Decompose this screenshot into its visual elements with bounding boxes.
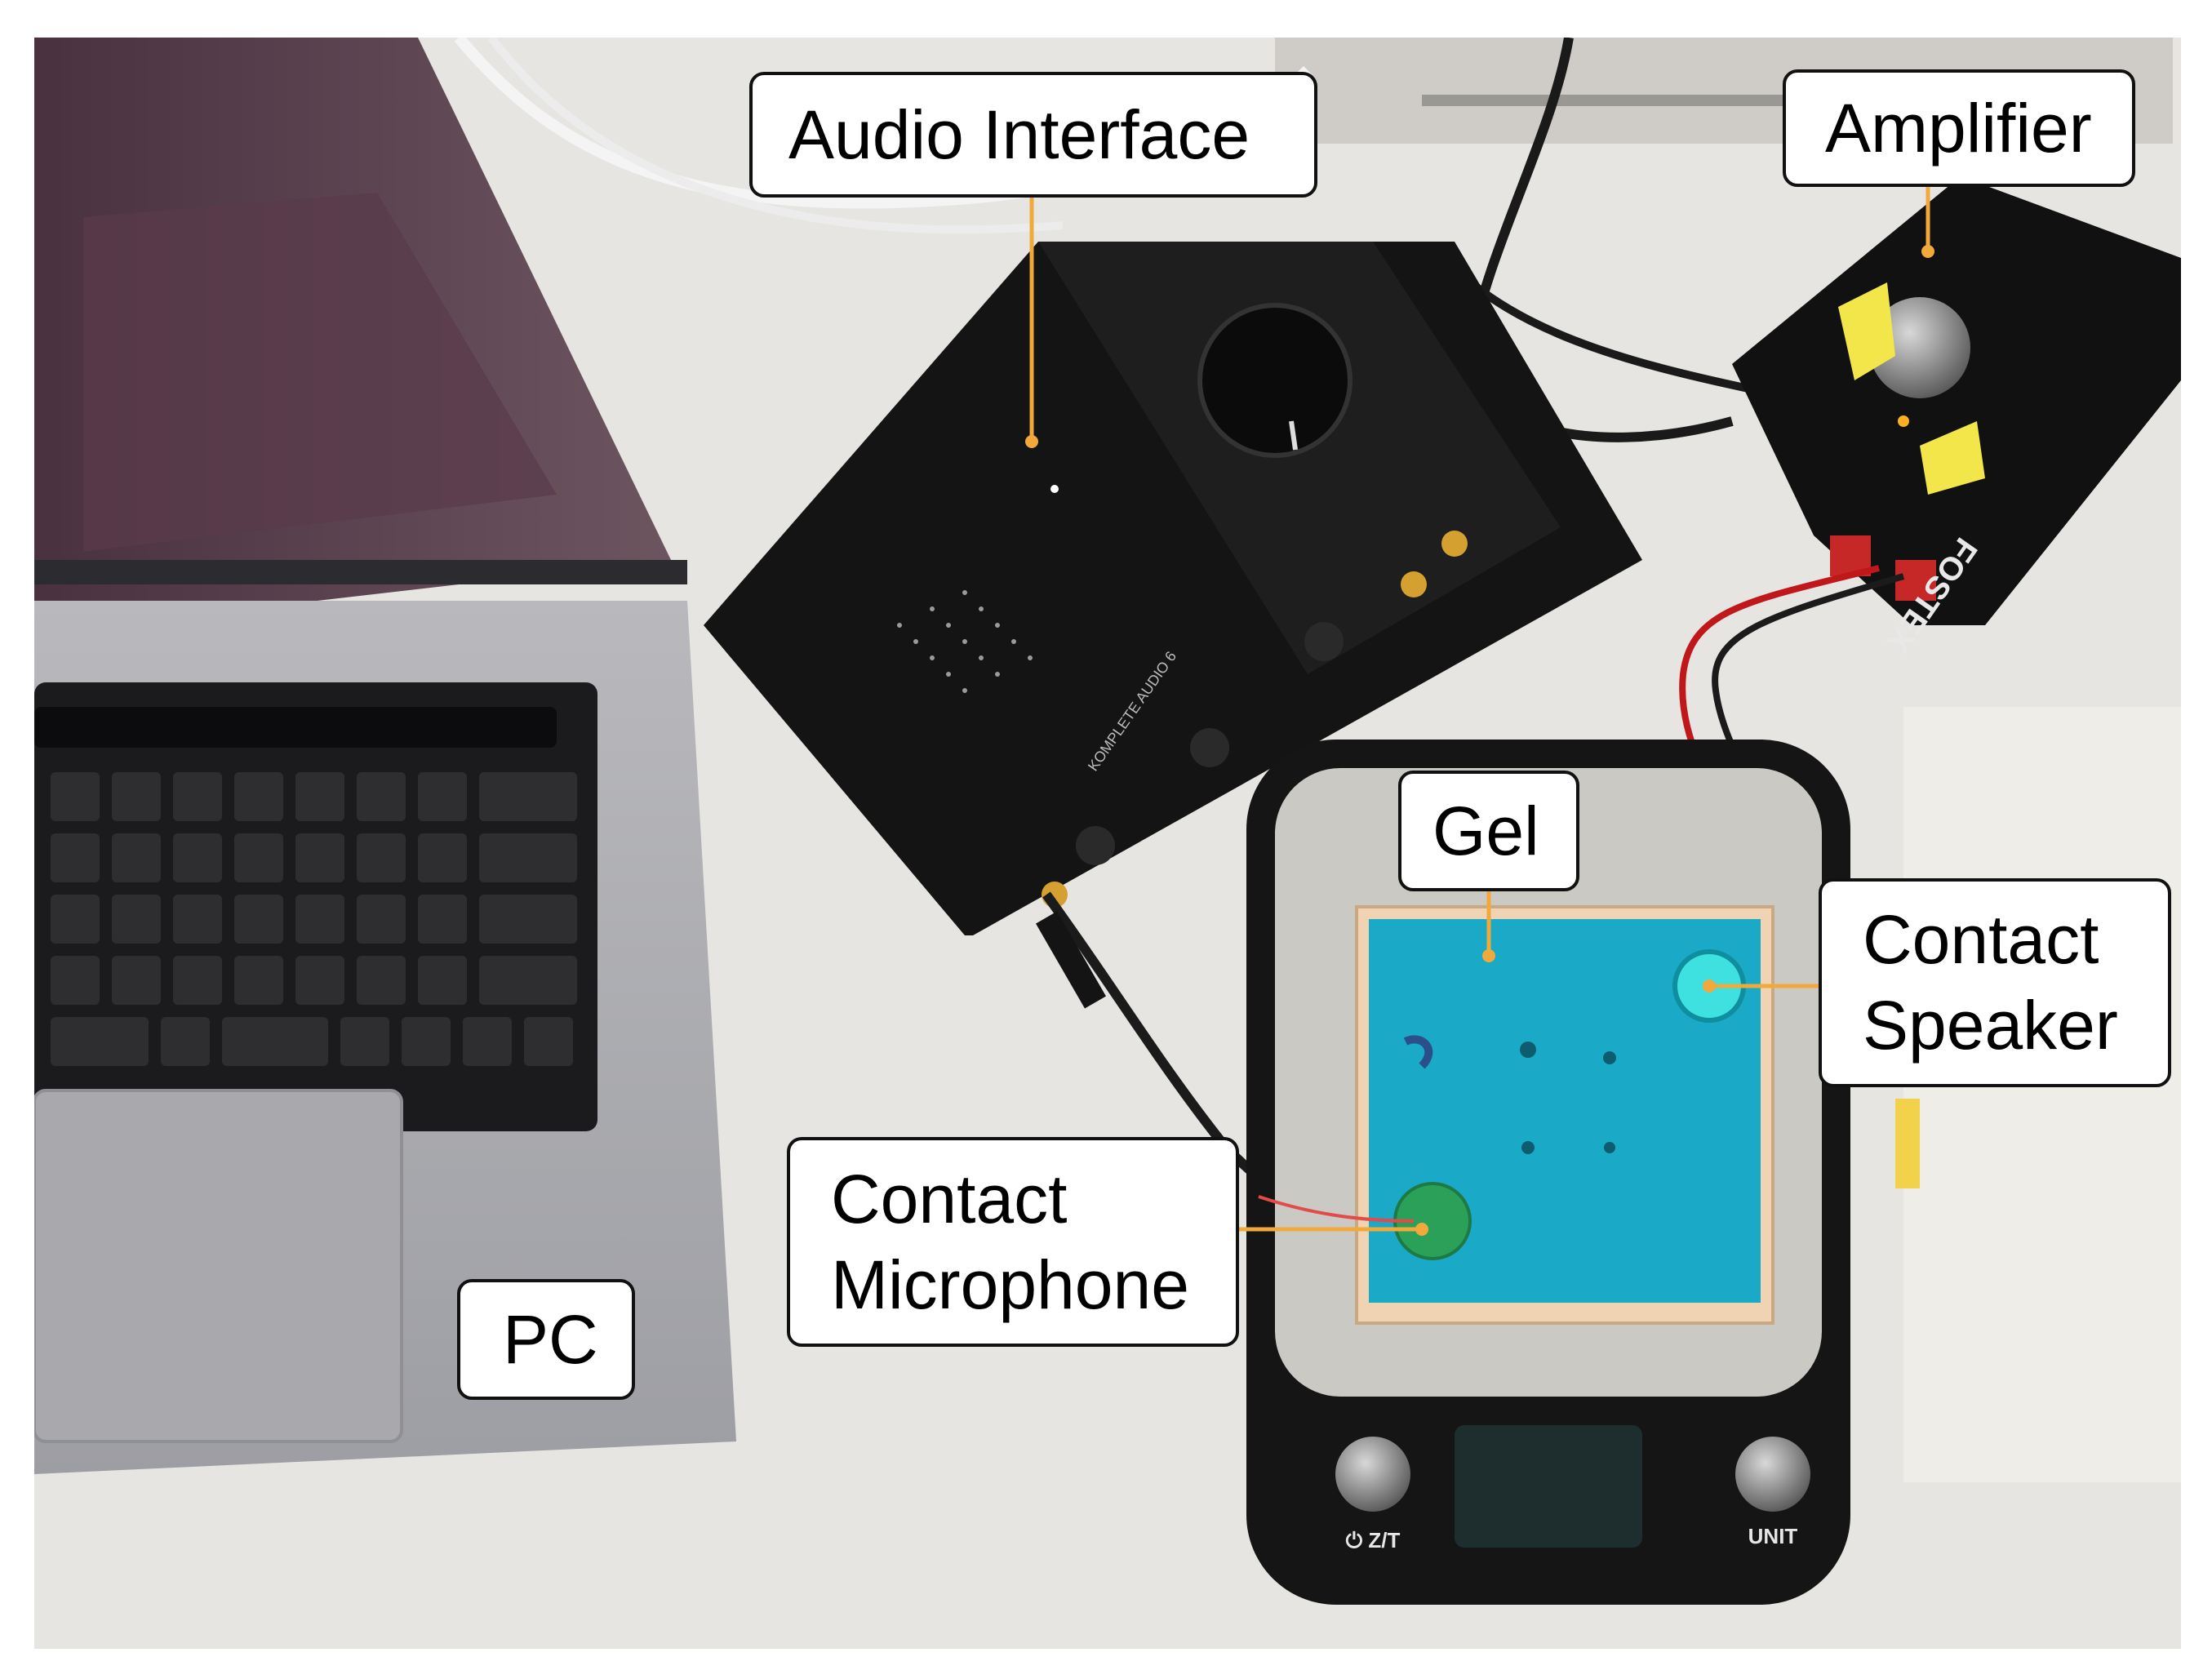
- zero-tare-button: [1335, 1437, 1410, 1512]
- label-amplifier-text: Amplifier: [1825, 89, 2092, 167]
- label-contact-microphone-line1: Contact: [831, 1160, 1068, 1237]
- label-gel: Gel: [1398, 771, 1579, 891]
- label-contact-speaker-line1: Contact: [1863, 901, 2099, 978]
- volume-knob: [1197, 303, 1353, 458]
- unit-label: UNIT: [1748, 1524, 1798, 1548]
- touch-bar: [34, 707, 557, 748]
- label-amplifier: Amplifier: [1783, 69, 2135, 187]
- label-audio-interface: Audio Interface: [749, 72, 1317, 198]
- zero-tare-label: ⏻ Z/T: [1346, 1528, 1401, 1552]
- photo-illustration: KOMPLETE AUDIO 6 FOSTEX: [34, 38, 2181, 1605]
- amplifier-knob: [1869, 297, 1970, 398]
- unit-button: [1735, 1437, 1810, 1512]
- leader-lines: [1029, 186, 1930, 1232]
- label-contact-microphone-line2: Microphone: [831, 1246, 1189, 1323]
- label-contact-microphone: Contact Microphone: [787, 1137, 1239, 1347]
- label-contact-speaker: Contact Speaker: [1819, 878, 2171, 1087]
- label-gel-text: Gel: [1432, 792, 1539, 869]
- trackpad: [34, 1089, 403, 1443]
- label-pc-text: PC: [503, 1300, 598, 1378]
- label-pc: PC: [457, 1279, 635, 1400]
- label-audio-interface-text: Audio Interface: [788, 95, 1250, 173]
- amplifier-body: [1732, 176, 2181, 625]
- setup-photo: KOMPLETE AUDIO 6 FOSTEX: [34, 38, 2181, 1649]
- label-contact-speaker-line2: Speaker: [1863, 987, 2118, 1064]
- scale-display: [1455, 1425, 1642, 1548]
